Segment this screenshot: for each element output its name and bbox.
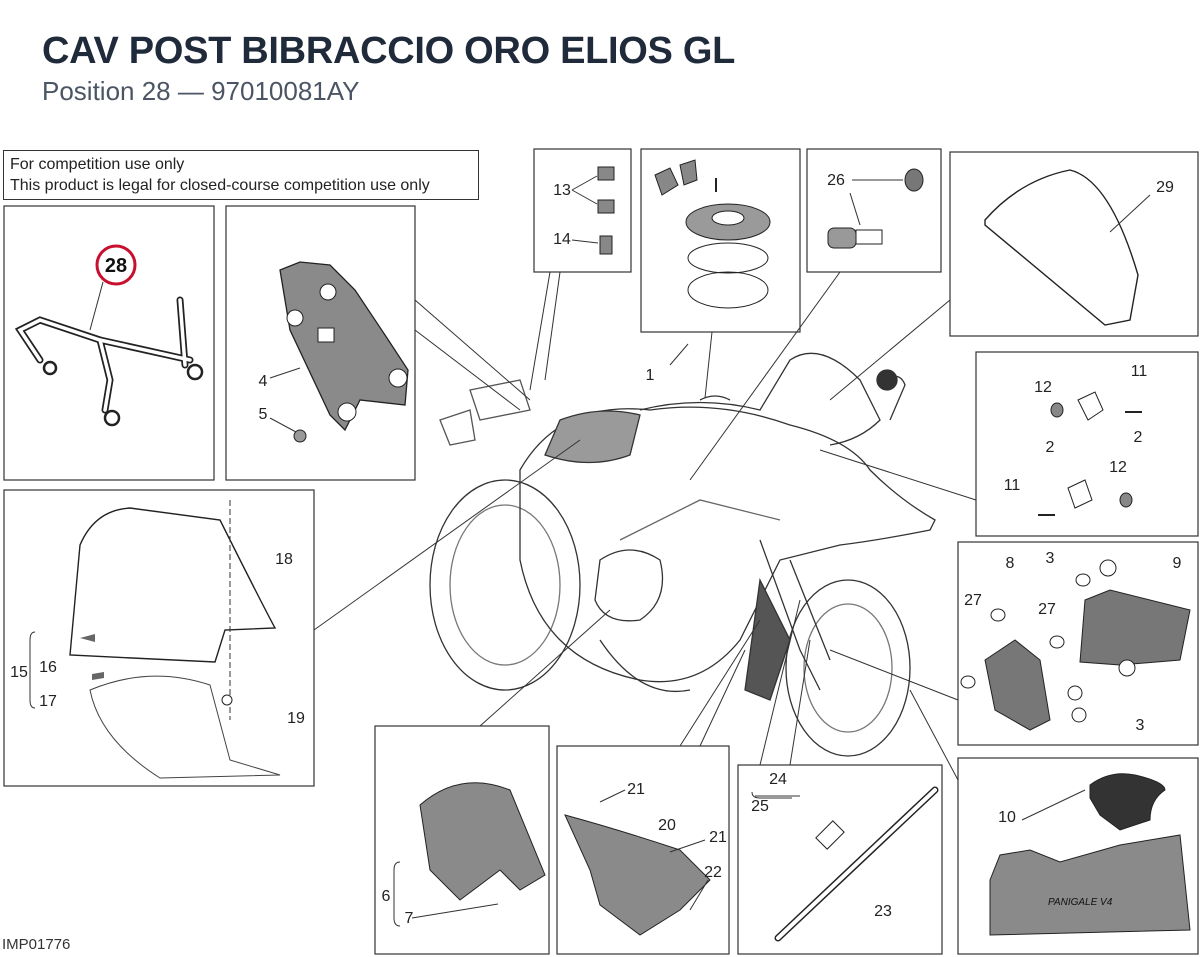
part-label-7: 7 [405,910,414,927]
part-label-27a: 27 [964,592,982,609]
panel-20-22 [556,745,730,955]
panel-3-27 [957,541,1199,746]
part-label-26: 26 [827,172,845,189]
part-label-23: 23 [874,903,892,920]
part-label-18: 18 [275,551,293,568]
cover-part-6-7 [393,782,546,927]
panel-6-7 [374,725,550,955]
bracket-part-4 [269,261,409,443]
panel-15-19 [3,489,315,787]
notice-line-1: For competition use only [10,156,185,173]
panel-1 [640,148,801,333]
part-label-15: 15 [10,664,28,681]
panel-28 [3,205,215,481]
part-labels: 1 2 2 3 3 4 5 6 7 8 9 10 11 11 12 12 13 … [10,172,1181,927]
cover-part-20-22 [564,789,711,936]
part-label-11a: 11 [1131,363,1148,380]
axle-part-23-25 [751,786,939,942]
part-label-9: 9 [1173,555,1182,572]
part-label-13: 13 [553,182,571,199]
panel-10 [957,757,1199,955]
diagram-code: IMP01776 [2,936,71,953]
part-label-20: 20 [658,817,676,834]
part-label-2a: 2 [1134,429,1143,446]
bike-cover-part-10: PANIGALE V4 [989,773,1191,936]
position-28-marker [95,244,137,286]
part-label-19: 19 [287,710,305,727]
part-label-27b: 27 [1038,601,1056,618]
part-label-11b: 11 [1004,477,1021,494]
part-label-2b: 2 [1046,439,1055,456]
part-label-4: 4 [259,373,268,390]
competition-notice: For competition use only This product is… [3,150,479,200]
position-28-label: 28 [105,255,127,277]
panel-13-14 [533,148,632,273]
part-label-5: 5 [259,406,268,423]
part-label-17: 17 [39,693,57,710]
part-label-8: 8 [1006,555,1015,572]
panel-4-5 [225,205,416,481]
plates-part-2-11-12 [1038,391,1142,516]
leader-lines [313,271,977,781]
caps-part-13-14 [571,166,615,255]
part-label-21a: 21 [627,781,645,798]
panel-2-11-12 [975,351,1199,537]
part-label-21b: 21 [709,829,727,846]
panel-26 [806,148,942,273]
part-label-1: 1 [646,367,655,384]
seat-shape [544,410,641,464]
paddock-stand-part: 28 [14,244,204,427]
fuel-cap-part-1 [654,159,771,366]
part-label-16: 16 [39,659,57,676]
panel-frames [3,148,1199,955]
part-label-10: 10 [998,809,1016,826]
cover-print-text: PANIGALE V4 [1048,897,1113,908]
part-label-12b: 12 [1109,459,1127,476]
motorcycle-illustration [429,352,936,757]
panel-29 [949,151,1199,337]
seat-part-15-19 [29,500,281,779]
part-label-3a: 3 [1046,550,1055,567]
part-label-29: 29 [1156,179,1174,196]
part-label-12a: 12 [1034,379,1052,396]
part-label-22: 22 [704,864,722,881]
part-label-24: 24 [769,771,787,788]
windscreen-part-29 [984,169,1151,326]
bar-end-part-26 [827,168,924,249]
part-label-3b: 3 [1136,717,1145,734]
part-label-6: 6 [382,888,391,905]
part-label-25: 25 [751,798,769,815]
part-label-14: 14 [553,231,571,248]
panel-23-25 [737,764,943,955]
page-title: CAV POST BIBRACCIO ORO ELIOS GL [42,30,736,72]
notice-line-2: This product is legal for closed-course … [10,177,430,194]
page-subtitle: Position 28 — 97010081AY [42,76,360,106]
brackets-part-3-8-9-27 [960,559,1191,731]
